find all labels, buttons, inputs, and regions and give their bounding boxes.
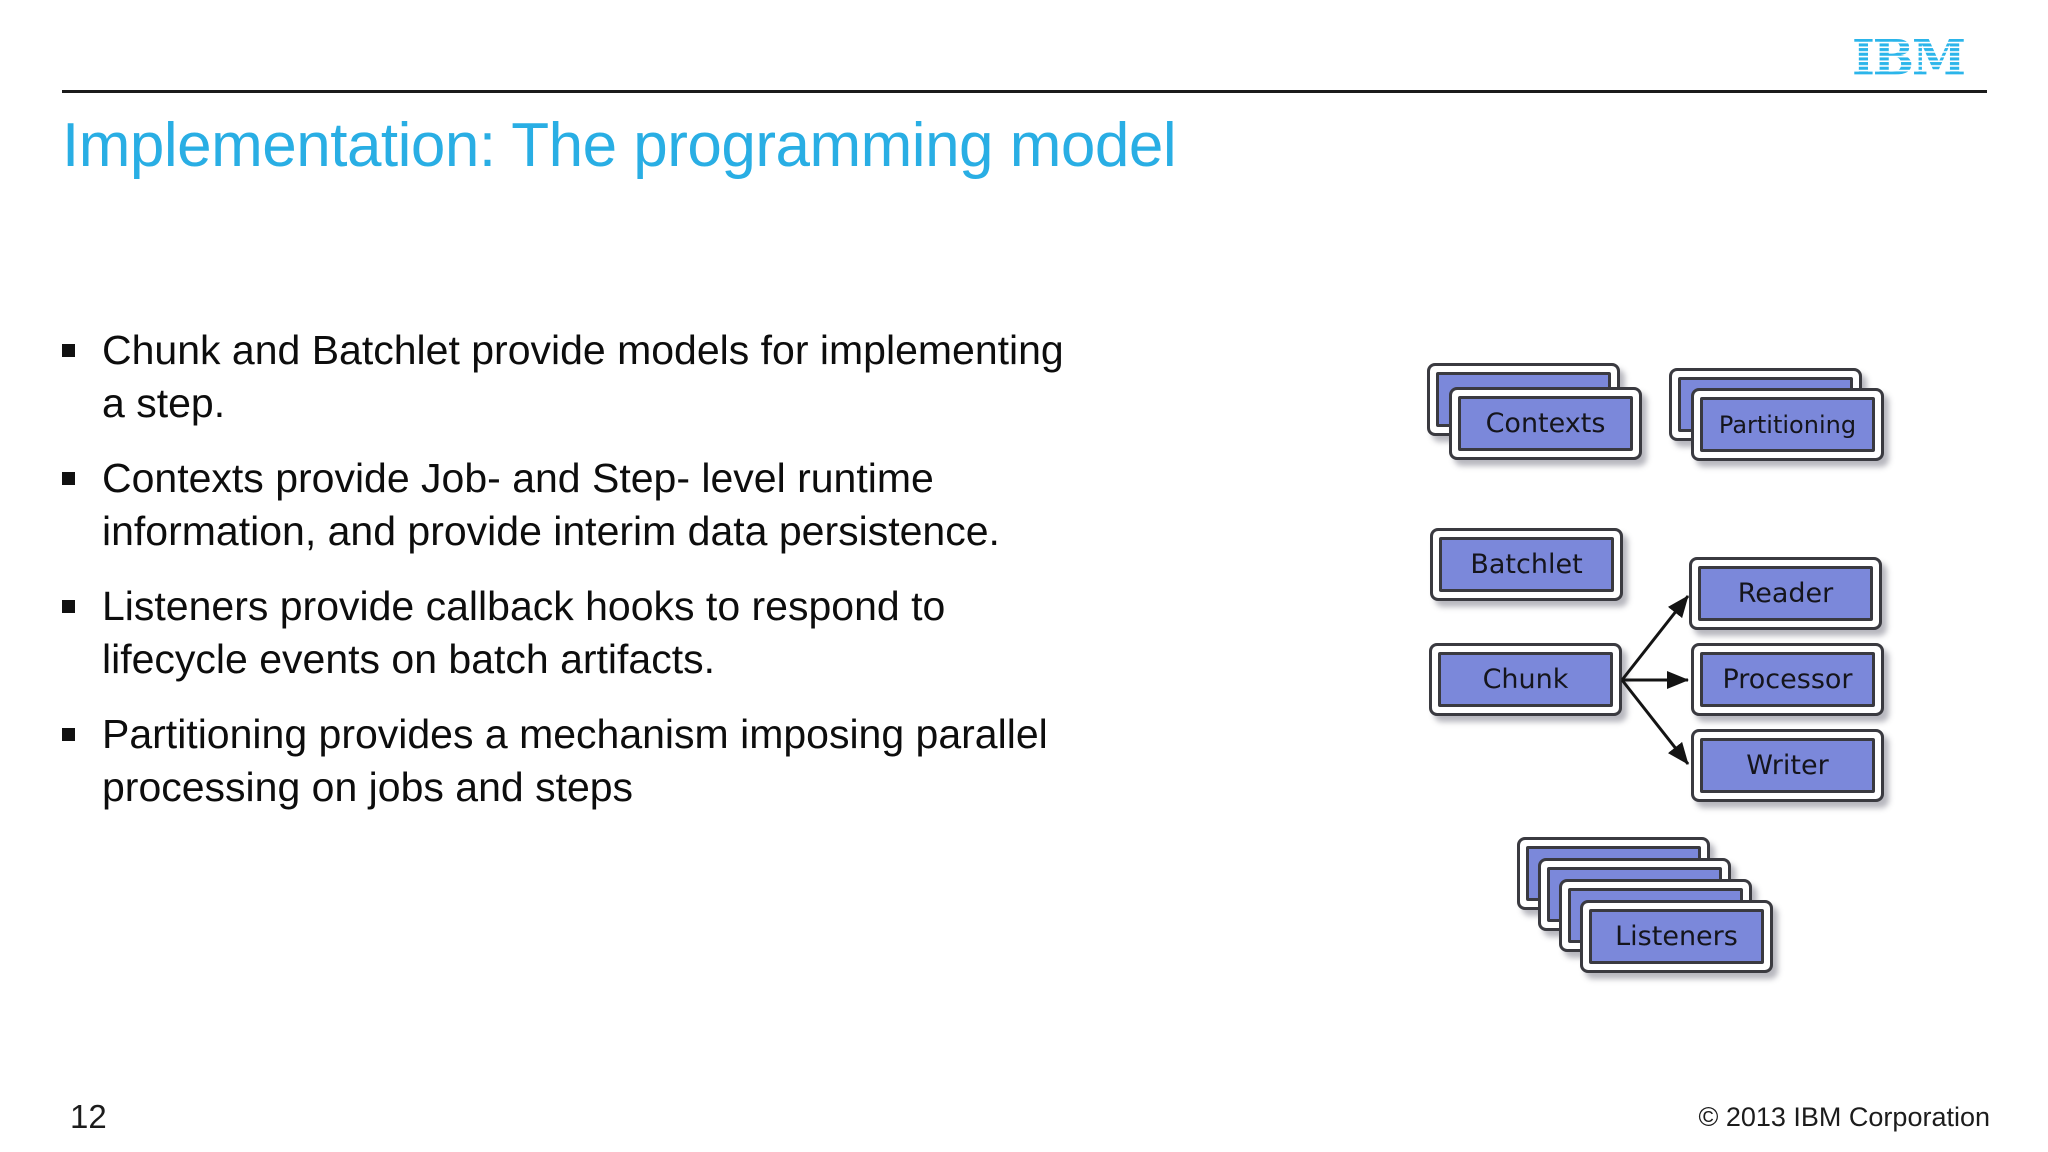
bullet-item: Listeners provide callback hooks to resp… [62,580,1262,686]
bullet-square-icon [62,344,75,357]
node-processor: Processor [1691,643,1884,716]
bullet-line: Listeners provide callback hooks to resp… [102,583,946,629]
node-writer: Writer [1691,729,1884,802]
node-label: Listeners [1615,921,1738,952]
bullet-line: Contexts provide Job- and Step- level ru… [102,455,934,501]
arrow-chunk-reader [1620,595,1690,681]
bullet-item: Contexts provide Job- and Step- level ru… [62,452,1262,558]
page-title: Implementation: The programming model [62,111,1177,180]
node-reader: Reader [1689,557,1882,630]
node-label: Contexts [1485,408,1606,439]
header-rule [62,90,1987,93]
arrow-chunk-writer [1620,679,1690,765]
bullet-line: processing on jobs and steps [102,764,634,810]
bullet-line: a step. [102,380,226,426]
footer-page-number: 12 [70,1098,107,1135]
node-label: Chunk [1482,664,1569,695]
node-batchlet: Batchlet [1430,528,1623,601]
bullet-item: Chunk and Batchlet provide models for im… [62,324,1262,430]
node-partitioning: Partitioning [1691,388,1884,461]
bullet-square-icon [62,472,75,485]
node-label: Partitioning [1718,410,1857,439]
bullet-line: Partitioning provides a mechanism imposi… [102,711,1048,757]
node-label: Processor [1722,664,1853,695]
bullet-line: information, and provide interim data pe… [102,508,1000,554]
bullet-list: Chunk and Batchlet provide models for im… [62,324,1262,836]
node-listeners: Listeners [1580,900,1773,973]
node-label: Reader [1737,578,1834,609]
footer-copyright: © 2013 IBM Corporation [1698,1102,1990,1132]
node-chunk: Chunk [1429,643,1622,716]
bullet-line: Chunk and Batchlet provide models for im… [102,327,1064,373]
node-label: Batchlet [1470,549,1583,580]
programming-model-diagram: Contexts Partitioning Batchlet Chunk Rea… [1400,350,2048,1030]
node-contexts: Contexts [1449,387,1642,460]
bullet-item: Partitioning provides a mechanism imposi… [62,708,1262,814]
ibm-logo-text: IBM [1852,30,1964,80]
bullet-line: lifecycle events on batch artifacts. [102,636,716,682]
ibm-logo-icon: IBM [1852,30,1966,80]
bullet-square-icon [62,728,75,741]
bullet-square-icon [62,600,75,613]
node-label: Writer [1746,750,1829,781]
